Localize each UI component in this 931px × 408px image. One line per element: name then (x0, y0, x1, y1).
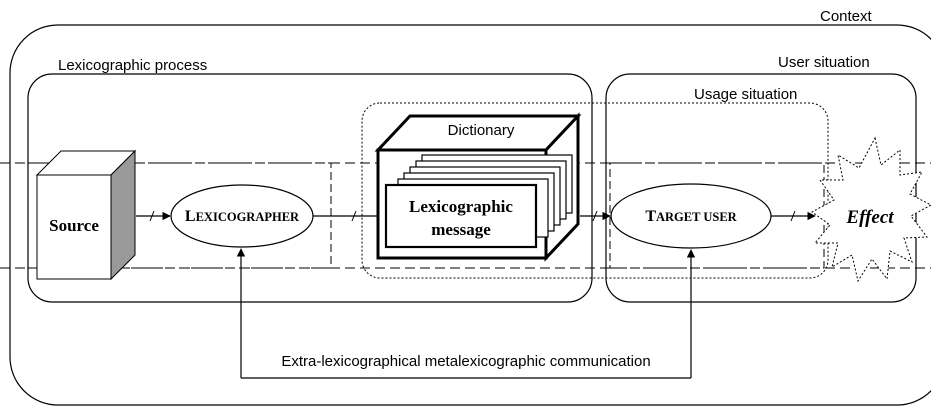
message-label-line2: message (431, 220, 491, 239)
usage-situation-frame (361, 102, 829, 279)
slash-mark (149, 210, 155, 222)
context-frame (9, 24, 931, 406)
target-user-label: TARGET USER (645, 208, 737, 225)
dictionary-cube: Dictionary Lexicographic message (374, 112, 582, 262)
context-label: Context (820, 8, 873, 25)
user-situation-frame (605, 73, 917, 303)
lexicographic-message-box (384, 183, 538, 249)
slash-mark (351, 210, 357, 222)
source-label: Source (49, 216, 99, 235)
message-label-line1: Lexicographic (409, 197, 513, 216)
usage-situation-label: Usage situation (694, 86, 797, 103)
lexicographer-label: LEXICOGRAPHER (185, 208, 300, 225)
source-block: Source (35, 149, 137, 281)
effect-starburst (811, 136, 931, 283)
user-situation-label: User situation (778, 54, 870, 71)
slash-mark (592, 210, 598, 222)
lexicographic-process-label: Lexicographic process (58, 57, 207, 74)
dictionary-label: Dictionary (448, 122, 515, 139)
slash-mark (790, 210, 796, 222)
communication-label-bg (262, 349, 672, 371)
communication-label: Extra-lexicographical metalexicographic … (281, 353, 650, 370)
lexicographic-process-frame (27, 73, 593, 303)
effect-label: Effect (845, 207, 894, 228)
